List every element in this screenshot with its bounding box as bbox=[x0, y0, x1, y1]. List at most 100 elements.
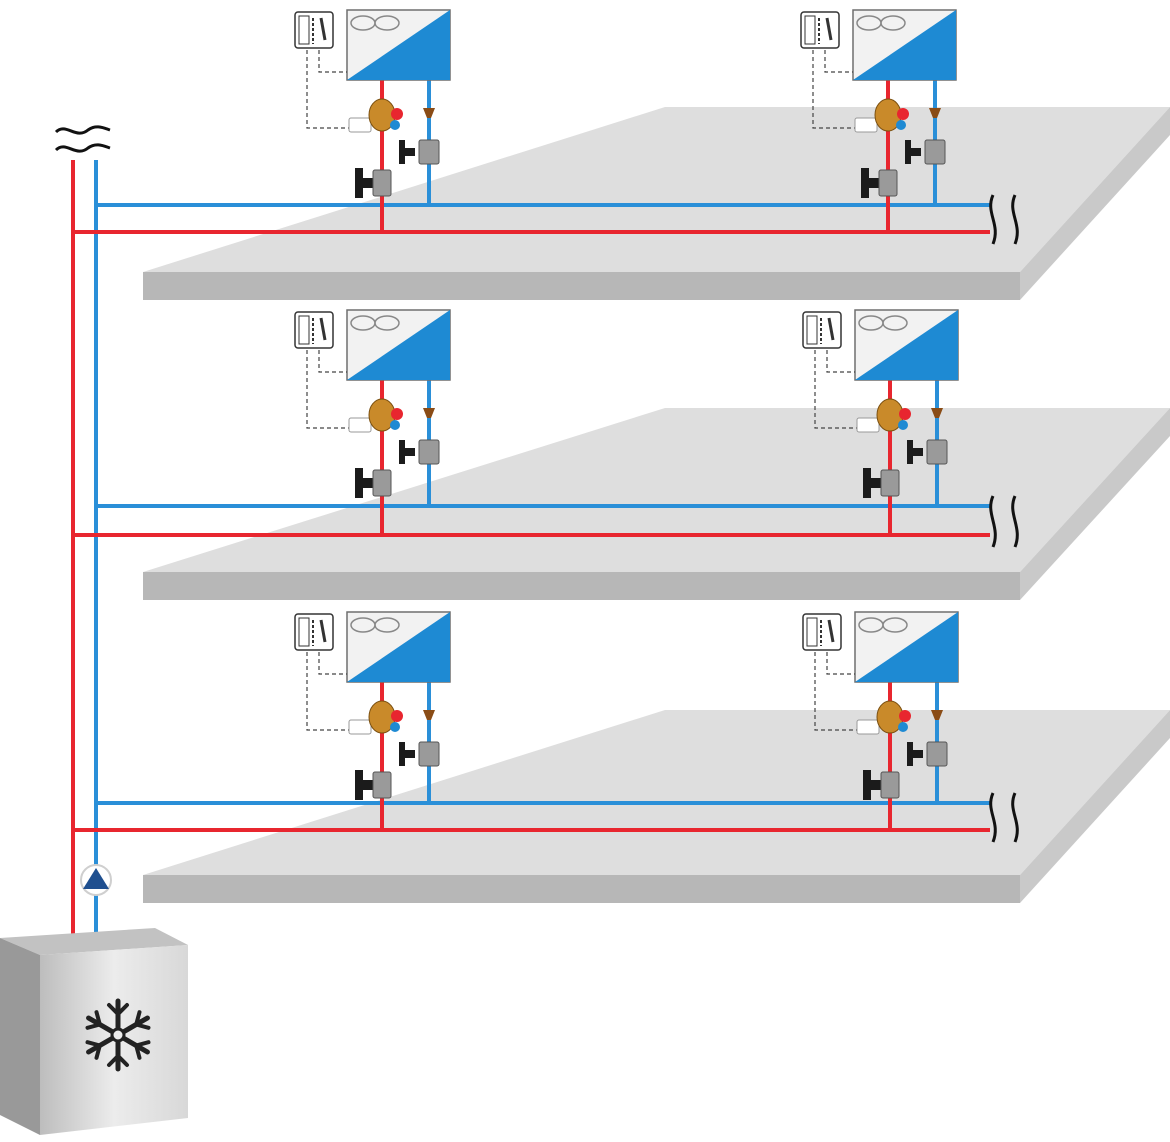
return-valve-handle bbox=[907, 448, 923, 456]
fan-loop-right bbox=[880, 15, 906, 31]
snowflake-center bbox=[110, 1027, 126, 1043]
terminal-unit-1 bbox=[294, 9, 451, 232]
chiller-side bbox=[0, 938, 40, 1135]
supply-valve-lever bbox=[355, 770, 363, 800]
valve-actuator bbox=[348, 117, 372, 133]
pump-direction bbox=[83, 868, 109, 889]
fan-loop-right bbox=[374, 315, 400, 331]
fan-coil-unit bbox=[346, 611, 451, 683]
return-isolation-valve bbox=[418, 139, 440, 165]
valve-actuator bbox=[348, 417, 372, 433]
supply-valve-lever bbox=[861, 168, 869, 198]
thermostat-display bbox=[298, 617, 310, 647]
supply-valve-handle bbox=[863, 780, 883, 790]
floor-bottom-slab bbox=[143, 710, 1170, 903]
valve-port-blue bbox=[390, 722, 400, 732]
terminal-unit-4 bbox=[802, 309, 959, 535]
pipe-break-icon bbox=[989, 194, 1019, 245]
supply-valve-lever bbox=[355, 468, 363, 498]
coil-face bbox=[347, 10, 450, 80]
return-isolation-valve bbox=[924, 139, 946, 165]
room-thermostat-icon bbox=[294, 311, 334, 349]
valve-actuator bbox=[856, 417, 880, 433]
control-wire bbox=[826, 652, 855, 675]
break-line-2 bbox=[1011, 792, 1019, 843]
actuator-wire bbox=[306, 350, 369, 429]
control-wire bbox=[318, 652, 347, 675]
supply-isolation-valve bbox=[880, 469, 900, 497]
return-isolation-valve bbox=[418, 741, 440, 767]
thermostat-display bbox=[298, 315, 310, 345]
snowflake-tip bbox=[107, 1003, 129, 1017]
fan-loop-right bbox=[374, 617, 400, 633]
supply-valve-handle bbox=[861, 178, 881, 188]
pipe-break-icon bbox=[989, 792, 1019, 843]
control-wire bbox=[318, 50, 347, 73]
snowflake-tip bbox=[85, 1040, 103, 1060]
return-isolation-valve bbox=[926, 741, 948, 767]
return-valve-lever bbox=[399, 440, 405, 464]
room-thermostat-icon bbox=[800, 11, 840, 49]
return-valve-lever bbox=[907, 742, 913, 766]
snowflake-icon bbox=[85, 998, 151, 1072]
valve-port-blue bbox=[898, 722, 908, 732]
thermostat-dial bbox=[827, 317, 835, 341]
room-thermostat-icon bbox=[294, 613, 334, 651]
terminal-unit-6 bbox=[802, 611, 959, 830]
thermostat-display bbox=[806, 617, 818, 647]
valve-port-blue bbox=[896, 120, 906, 130]
supply-valve-handle bbox=[863, 478, 883, 488]
thermostat-display bbox=[806, 315, 818, 345]
supply-isolation-valve bbox=[372, 771, 392, 799]
supply-isolation-valve bbox=[878, 169, 898, 197]
floor-top-surface bbox=[143, 710, 1170, 875]
break-line-2 bbox=[1011, 495, 1019, 548]
thermostat-dial bbox=[319, 17, 327, 41]
infinity-fan-icon bbox=[858, 617, 908, 633]
chiller-unit bbox=[0, 928, 188, 1135]
coil-face bbox=[855, 310, 958, 380]
return-valve-handle bbox=[399, 448, 415, 456]
return-fitting bbox=[931, 408, 943, 418]
valve-port-blue bbox=[390, 420, 400, 430]
return-valve-lever bbox=[399, 140, 405, 164]
return-isolation-valve bbox=[418, 439, 440, 465]
return-fitting bbox=[931, 710, 943, 720]
floor-top-surface bbox=[143, 408, 1170, 572]
supply-valve-handle bbox=[355, 478, 375, 488]
supply-valve-lever bbox=[355, 168, 363, 198]
fan-coil-unit bbox=[852, 9, 957, 81]
break-line-2 bbox=[54, 143, 111, 153]
valve-port-red bbox=[391, 710, 403, 722]
break-line-2 bbox=[1011, 194, 1019, 245]
fan-coil-unit bbox=[854, 309, 959, 381]
fan-coil-unit bbox=[346, 9, 451, 81]
actuator-wire bbox=[812, 50, 875, 129]
break-line-1 bbox=[989, 792, 997, 843]
riser bbox=[54, 125, 111, 940]
chiller-top bbox=[0, 928, 188, 955]
break-line-1 bbox=[989, 194, 997, 245]
terminal-unit-2 bbox=[800, 9, 957, 232]
coil-face bbox=[855, 612, 958, 682]
thermostat-dial bbox=[825, 17, 833, 41]
coil-face bbox=[347, 310, 450, 380]
infinity-fan-icon bbox=[350, 617, 400, 633]
thermostat-display bbox=[804, 15, 816, 45]
infinity-fan-icon bbox=[350, 315, 400, 331]
valve-port-red bbox=[897, 108, 909, 120]
fan-coil-unit bbox=[346, 309, 451, 381]
supply-isolation-valve bbox=[372, 469, 392, 497]
floor-front-edge bbox=[143, 272, 1020, 300]
infinity-fan-icon bbox=[858, 315, 908, 331]
terminal-unit-5 bbox=[294, 611, 451, 830]
valve-port-red bbox=[391, 108, 403, 120]
return-fitting bbox=[423, 108, 435, 118]
supply-isolation-valve bbox=[880, 771, 900, 799]
snowflake-tip bbox=[133, 1040, 151, 1060]
return-valve-handle bbox=[907, 750, 923, 758]
valve-port-blue bbox=[898, 420, 908, 430]
floor-front-edge bbox=[143, 875, 1020, 903]
snowflake-tip bbox=[107, 1053, 129, 1067]
fan-coil-unit bbox=[854, 611, 959, 683]
